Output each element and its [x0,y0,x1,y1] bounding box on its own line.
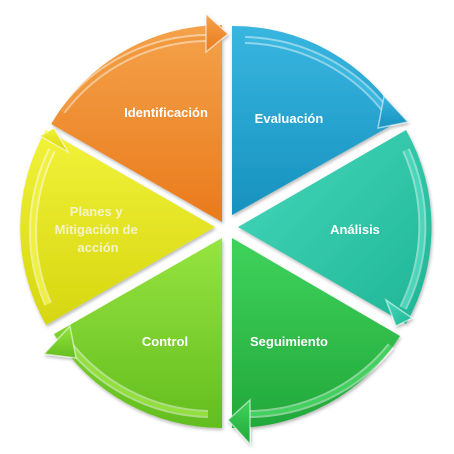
label-identificacion: Identificación [124,105,208,120]
segment-seguimiento: Seguimiento [226,238,400,446]
label-evaluacion: Evaluación [255,111,324,126]
segment-control: Control [42,238,222,429]
label-planes: Planes y Mitigación de acción [55,204,142,255]
segment-planes: Planes y Mitigación de acción [20,126,216,325]
segment-identificacion: Identificación [51,12,230,222]
label-control: Control [142,334,188,349]
segment-evaluacion: Evaluación [232,25,410,215]
label-seguimiento: Seguimiento [250,334,328,349]
segment-analisis: Análisis [238,130,432,328]
label-analisis: Análisis [330,222,380,237]
